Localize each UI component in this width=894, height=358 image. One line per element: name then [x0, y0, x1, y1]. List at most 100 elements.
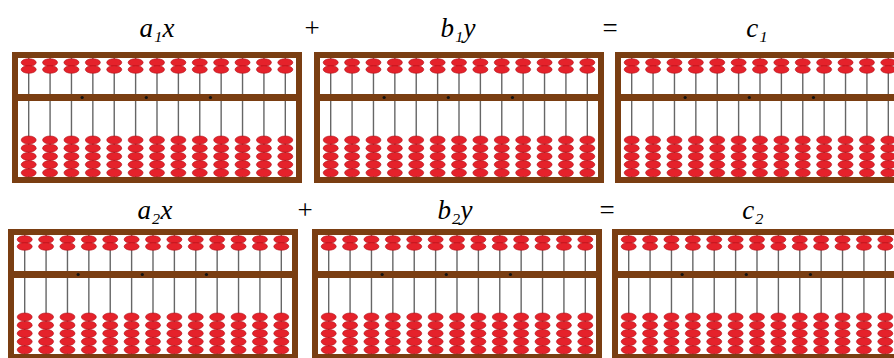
lower-bead: [150, 169, 165, 177]
lower-bead: [795, 144, 810, 152]
upper-bead: [753, 66, 768, 74]
lower-bead: [450, 313, 465, 321]
lower-bead: [494, 169, 509, 177]
lower-bead: [252, 313, 267, 321]
lower-bead: [430, 152, 445, 160]
equation-term: c₂: [742, 197, 763, 224]
lower-bead: [667, 161, 682, 169]
lower-bead: [774, 136, 789, 144]
lower-bead: [385, 338, 400, 346]
upper-bead: [473, 59, 488, 67]
lower-bead: [210, 321, 225, 329]
lower-bead: [214, 136, 229, 144]
lower-bead: [192, 169, 207, 177]
lower-bead: [188, 329, 203, 337]
upper-bead: [128, 66, 143, 74]
lower-bead: [385, 321, 400, 329]
upper-bead: [64, 66, 79, 74]
lower-bead: [859, 152, 874, 160]
upper-bead: [256, 59, 271, 67]
upper-bead: [535, 243, 550, 251]
abacus-drawing: [12, 52, 302, 183]
lower-bead: [385, 329, 400, 337]
lower-bead: [580, 136, 595, 144]
lower-bead: [17, 313, 32, 321]
lower-bead: [535, 346, 550, 354]
upper-bead: [364, 236, 379, 244]
upper-bead: [580, 66, 595, 74]
upper-bead: [214, 59, 229, 67]
lower-bead: [750, 329, 765, 337]
lower-bead: [707, 329, 722, 337]
upper-bead: [878, 236, 893, 244]
lower-bead: [558, 144, 573, 152]
lower-bead: [430, 136, 445, 144]
lower-bead: [878, 329, 893, 337]
lower-bead: [753, 169, 768, 177]
lower-bead: [492, 313, 507, 321]
upper-bead: [859, 59, 874, 67]
lower-bead: [21, 169, 36, 177]
lower-bead: [838, 169, 853, 177]
lower-bead: [387, 169, 402, 177]
lower-bead: [103, 321, 118, 329]
unit-dot: [381, 273, 384, 276]
upper-bead: [624, 66, 639, 74]
lower-bead: [881, 144, 894, 152]
upper-bead: [385, 243, 400, 251]
lower-bead: [256, 161, 271, 169]
lower-bead: [556, 346, 571, 354]
lower-bead: [210, 346, 225, 354]
upper-bead: [407, 243, 422, 251]
lower-bead: [558, 152, 573, 160]
lower-bead: [81, 346, 96, 354]
lower-bead: [688, 169, 703, 177]
upper-bead: [556, 243, 571, 251]
lower-bead: [64, 152, 79, 160]
abacus-rods: [621, 235, 893, 354]
lower-bead: [345, 144, 360, 152]
lower-bead: [621, 338, 636, 346]
lower-bead: [556, 338, 571, 346]
lower-bead: [452, 144, 467, 152]
upper-bead: [103, 236, 118, 244]
upper-bead: [771, 243, 786, 251]
lower-bead: [387, 152, 402, 160]
upper-bead: [707, 243, 722, 251]
abacus-frame: [612, 229, 894, 358]
lower-bead: [274, 338, 289, 346]
abacus-beam: [14, 271, 292, 278]
upper-bead: [146, 236, 161, 244]
lower-bead: [643, 321, 658, 329]
lower-bead: [407, 329, 422, 337]
lower-bead: [64, 136, 79, 144]
upper-bead: [537, 59, 552, 67]
upper-bead: [494, 66, 509, 74]
upper-bead: [667, 66, 682, 74]
lower-bead: [150, 152, 165, 160]
lower-bead: [43, 161, 58, 169]
lower-bead: [814, 329, 829, 337]
lower-bead: [450, 338, 465, 346]
lower-bead: [364, 313, 379, 321]
upper-bead: [278, 66, 293, 74]
upper-bead: [343, 243, 358, 251]
abacus-frame: [8, 229, 298, 358]
upper-bead: [707, 236, 722, 244]
lower-bead: [192, 144, 207, 152]
lower-bead: [624, 136, 639, 144]
upper-bead: [516, 66, 531, 74]
lower-bead: [471, 329, 486, 337]
lower-bead: [535, 313, 550, 321]
lower-bead: [580, 144, 595, 152]
lower-bead: [516, 152, 531, 160]
lower-bead: [171, 161, 186, 169]
unit-dot: [748, 96, 751, 99]
lower-bead: [278, 169, 293, 177]
abacus-frame: [12, 52, 302, 183]
lower-bead: [667, 169, 682, 177]
lower-bead: [128, 152, 143, 160]
unit-dot: [445, 273, 448, 276]
lower-bead: [231, 346, 246, 354]
lower-bead: [795, 136, 810, 144]
